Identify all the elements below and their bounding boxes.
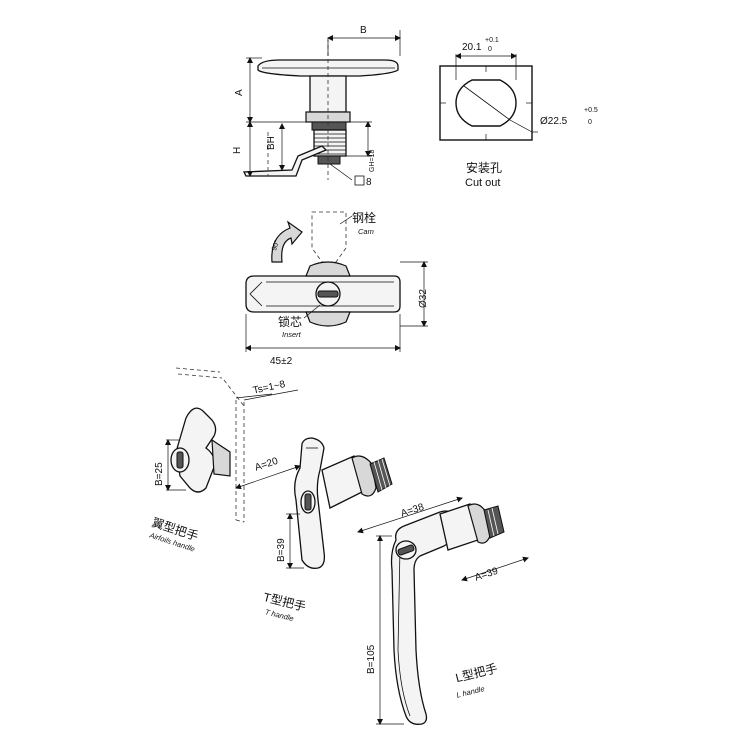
panel-nut xyxy=(311,121,347,131)
panel-phantom xyxy=(175,367,245,523)
t-handle: B=39 T型把手 T handle xyxy=(262,437,393,623)
airfoil-handle: B=25 A=20 翼型把手 Airfoils handle xyxy=(148,407,301,554)
t-handle-key-slot-icon xyxy=(304,493,312,511)
airfoil-a-line xyxy=(235,464,301,490)
insert-label-en: Insert xyxy=(282,330,302,339)
airfoil-hub xyxy=(211,438,231,477)
l-handle-thread xyxy=(483,505,505,539)
handle-boss xyxy=(305,261,351,277)
cutout-hole xyxy=(455,79,517,127)
airfoil-a-label: A=20 xyxy=(254,456,280,474)
cam-label-cn: 钢栓 xyxy=(352,210,376,225)
dim-gh-label: GH=18 xyxy=(369,150,376,172)
dim-b-label: B xyxy=(360,25,367,36)
cutout-width-value: 20.1 xyxy=(462,42,482,53)
cutout-width-tol-lower: 0 xyxy=(488,46,492,53)
front-diameter-label: Ø32 xyxy=(418,289,429,308)
cutout-label-en: Cut out xyxy=(465,177,500,189)
cam-nut xyxy=(317,155,341,165)
l-handle-a2-label: A=39 xyxy=(474,566,500,584)
cutout-diagonal xyxy=(463,85,511,121)
front-width-label: 45±2 xyxy=(270,356,293,367)
cutout-diameter-tol-lower: 0 xyxy=(588,119,592,126)
airfoil-b-label: B=25 xyxy=(154,462,165,486)
airfoil-key-slot-icon xyxy=(176,451,184,469)
handle-boss-lower xyxy=(305,311,351,327)
l-handle-lever-edge xyxy=(397,547,411,717)
dim-h-label: H xyxy=(232,147,243,154)
cutout-width-tol-upper: +0.1 xyxy=(485,37,499,44)
airfoil-wing xyxy=(175,407,217,493)
handle-grip-chevron xyxy=(249,281,263,307)
l-handle-a1-line xyxy=(357,496,463,534)
key-slot-icon xyxy=(317,290,339,298)
cam-label-en: Cam xyxy=(358,227,374,236)
insert-label-cn: 锁芯 xyxy=(278,314,302,329)
cam-phantom-outline xyxy=(311,211,347,263)
dim-bh-label: BH xyxy=(266,136,277,150)
l-handle-key-slot-icon xyxy=(397,544,415,556)
cutout-view: 20.1 +0.1 0 Ø22.5 +0.5 0 安装孔 Cut out xyxy=(439,37,598,189)
t-handle-b-label: B=39 xyxy=(276,538,287,562)
cutout-panel xyxy=(439,65,533,141)
t-handle-collar xyxy=(351,455,377,497)
l-handle-a1-label: A=38 xyxy=(400,502,426,520)
dim-a-label: A xyxy=(234,89,245,96)
rotation-arrow-icon xyxy=(271,220,303,263)
cutout-label-cn: 安装孔 xyxy=(466,160,502,175)
cutout-diameter-tol-upper: +0.5 xyxy=(584,107,598,114)
front-view: 90° 钢栓 Cam 锁芯 Insert Ø32 45±2 xyxy=(245,210,429,367)
handle-variants: Ts=1~8 B=25 A=20 翼型把手 Airfoils handle xyxy=(148,367,529,725)
square-drive-symbol xyxy=(354,175,365,186)
l-handle: A=38 A=39 B=105 L型把手 L handle xyxy=(357,496,529,725)
t-handle-thread xyxy=(369,457,393,493)
l-handle-name-en: L handle xyxy=(456,684,486,700)
ts-label: Ts=1~8 xyxy=(252,379,287,397)
l-handle-a2-line xyxy=(461,556,529,582)
l-handle-name-cn: L型把手 xyxy=(454,661,499,685)
square-drive-label: 8 xyxy=(366,177,372,188)
rotation-label: 90° xyxy=(270,239,281,252)
l-handle-b-label: B=105 xyxy=(366,644,377,674)
side-elevation-view: B A H BH GH=18 8 xyxy=(232,25,401,188)
cam-arm xyxy=(242,145,328,177)
cutout-diameter-value: Ø22.5 xyxy=(540,116,568,127)
